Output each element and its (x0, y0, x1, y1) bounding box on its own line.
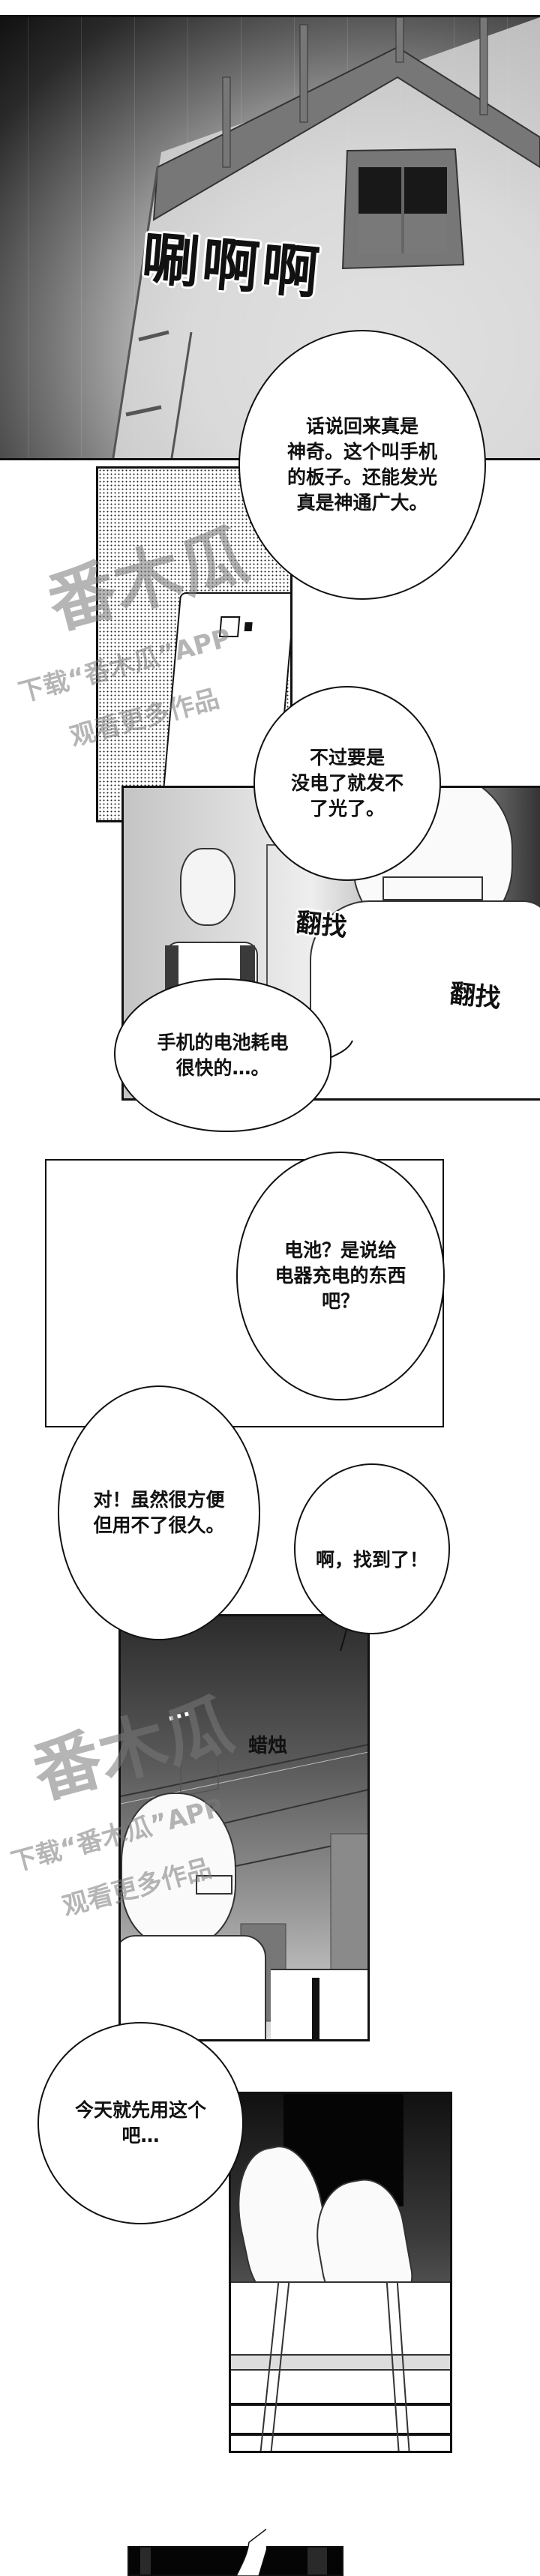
character-looking-up (121, 1793, 266, 2039)
glasses-icon (382, 876, 483, 900)
speech-bubble-3-tail (331, 1040, 353, 1058)
panel-feet-on-books (229, 2092, 452, 2453)
speech-bubble-3: 手机的电池耗电 很快的…。 (114, 978, 332, 1132)
candle-label: 蜡烛 (248, 1735, 288, 1757)
panel-phone-closeup (96, 466, 292, 822)
speech-text-2: 不过要是 没电了就发不 了光了。 (290, 747, 404, 819)
house-illustration (112, 17, 540, 458)
pointed-shape (236, 2528, 266, 2576)
speech-bubble-6-tail (340, 1628, 347, 1652)
panel-partial-dark (128, 2546, 344, 2576)
speech-text-6: 啊，找到了！ (315, 1549, 428, 1571)
speech-text-4: 电池？是说给 电器充电的东西 吧？ (274, 1239, 406, 1312)
book-stack (231, 2281, 450, 2451)
sfx-rummage-2: 翻找 (448, 978, 502, 1014)
speech-text-1: 话说回来真是 神奇。这个叫手机 的板子。还能发光 真是神通广大。 (286, 415, 437, 514)
speech-text-5: 对！虽然很方便 但用不了很久。 (93, 1489, 225, 1536)
sfx-whoosh: 唰啊啊 (140, 224, 325, 307)
speech-bubble-7: 今天就先用这个 吧… (38, 2022, 244, 2224)
speech-text-7: 今天就先用这个 吧… (74, 2099, 206, 2146)
books-row (271, 1969, 368, 2039)
phone-flash-icon (244, 622, 253, 631)
speech-bubble-6: 啊，找到了！ (294, 1463, 450, 1634)
speech-bubble-5: 对！虽然很方便 但用不了很久。 (58, 1385, 260, 1640)
panel-shelf-candle: ... 蜡烛 (118, 1614, 370, 2041)
glasses-icon (196, 1875, 232, 1895)
speech-text-3: 手机的电池耗电 很快的…。 (157, 1031, 289, 1079)
speech-bubble-4: 电池？是说给 电器充电的东西 吧？ (236, 1152, 445, 1400)
sfx-rummage-1: 翻找 (294, 907, 349, 943)
speech-bubble-2: 不过要是 没电了就发不 了光了。 (254, 686, 441, 881)
speech-bubble-1: 话说回来真是 神奇。这个叫手机 的板子。还能发光 真是神通广大。 (238, 330, 486, 600)
phone-camera-icon (218, 616, 241, 637)
